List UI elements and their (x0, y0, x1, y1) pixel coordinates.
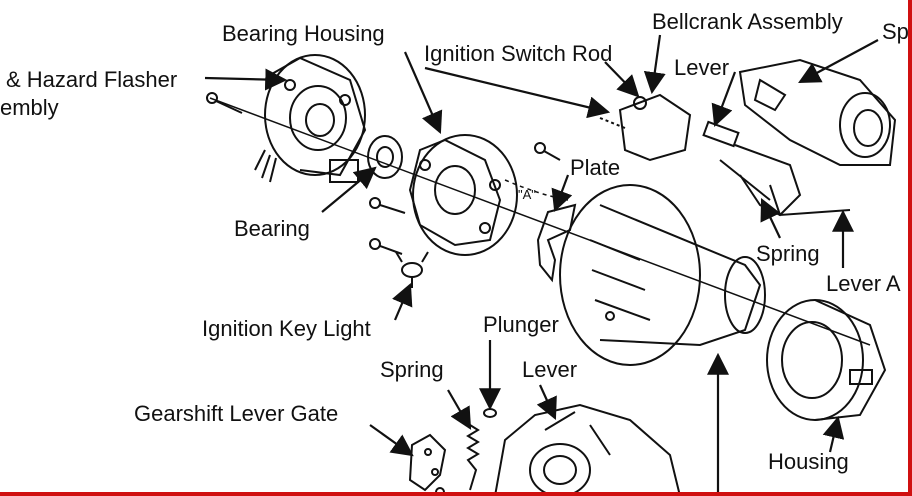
lock-housing-part (559, 184, 766, 366)
label-hazard-flasher: & Hazard Flasher (6, 67, 178, 92)
screw-part (206, 92, 243, 114)
leader-ignition-key-light (392, 282, 413, 321)
label-lever-a-partial: Lever A (826, 271, 901, 296)
label-assembly-partial: embly (0, 95, 59, 120)
label-ignition-key-light: Ignition Key Light (202, 316, 371, 341)
leader-hazard-flasher (204, 68, 288, 91)
plate-part (536, 203, 577, 283)
gearshift-lever-gate-part (408, 433, 447, 496)
leader-spring-right (760, 198, 781, 239)
hazard-flasher-assembly-part (254, 54, 367, 183)
label-spring-bottom: Spring (380, 357, 444, 382)
frame-right-edge (908, 0, 912, 496)
label-lever-top: Lever (674, 55, 730, 80)
leader-ignition-switch-rod-a (424, 66, 611, 119)
leader-sp (798, 39, 879, 84)
leader-lever-bottom (536, 384, 557, 421)
bottom-column-part (494, 403, 681, 496)
label-plate: Plate (570, 155, 621, 180)
leader-bellcrank (643, 34, 666, 95)
housing-part (766, 299, 887, 421)
leader-plate (551, 174, 573, 213)
label-plunger: Plunger (483, 312, 559, 337)
upper-sleeve-part (738, 58, 897, 166)
leader-bearing-housing (403, 51, 443, 135)
label-bearing: Bearing (234, 216, 310, 241)
label-lever-bottom: Lever (522, 357, 578, 382)
ignition-key-light-part (395, 251, 429, 288)
leader-lever-top (711, 71, 737, 128)
screw-part (369, 142, 561, 255)
bellcrank-assembly-part (702, 120, 851, 217)
leader-gearshift-gate (369, 424, 414, 457)
plunger-part (483, 408, 497, 418)
bearing-housing-part (408, 134, 518, 256)
spring-part (466, 424, 480, 491)
label-bearing-housing: Bearing Housing (222, 21, 385, 46)
frame-bottom-edge (0, 492, 912, 496)
dashed-reference-arc (504, 179, 569, 201)
assembly-axis-line (209, 97, 871, 346)
leader-housing (822, 415, 845, 453)
bearing-part (367, 135, 403, 179)
ignition-switch-rod-part (599, 93, 692, 162)
leader-spring-bottom (447, 389, 472, 430)
label-sp-partial: Sp (882, 19, 909, 44)
label-bellcrank-assembly: Bellcrank Assembly (652, 9, 843, 34)
label-gearshift-lever-gate: Gearshift Lever Gate (134, 401, 339, 426)
leader-bearing (321, 166, 377, 213)
label-a-marker: "A" (518, 187, 536, 202)
label-spring-right: Spring (756, 241, 820, 266)
leader-ignition-switch-rod-b (604, 61, 640, 98)
label-housing: Housing (768, 449, 849, 474)
label-ignition-switch-rod: Ignition Switch Rod (424, 41, 613, 66)
